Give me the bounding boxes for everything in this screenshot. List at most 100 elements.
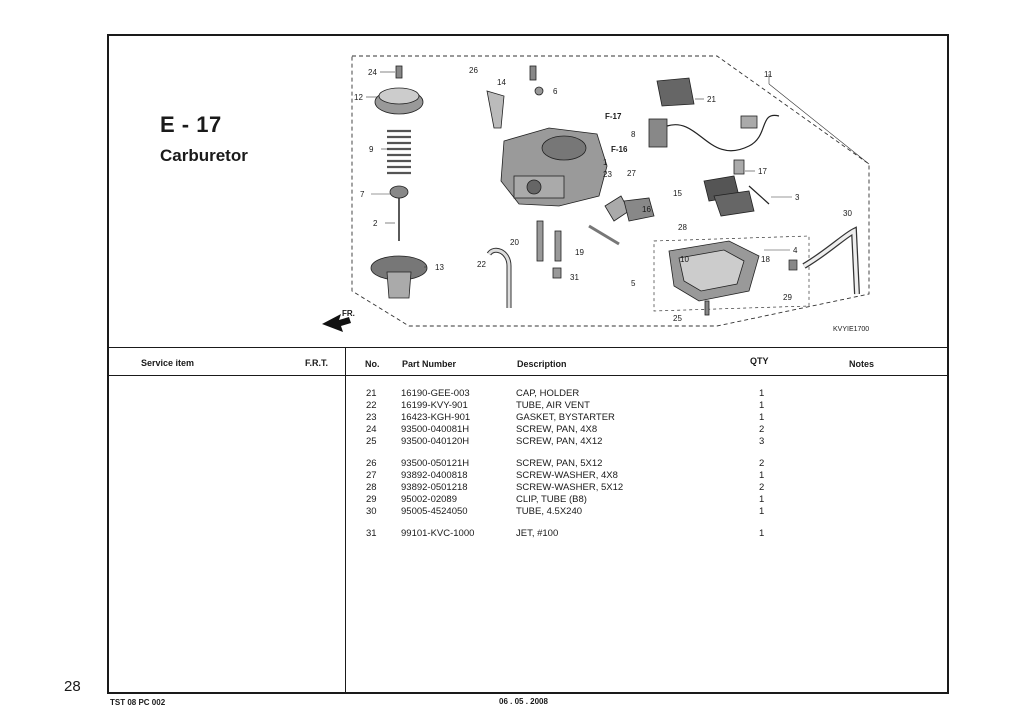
air-vent-tube <box>486 247 512 308</box>
row-no: 26 <box>366 458 377 469</box>
jet-assembly <box>536 195 655 279</box>
row-no: 25 <box>366 436 377 447</box>
parts-diagram-area: E - 17 Carburetor <box>109 36 947 347</box>
row-description: GASKET, BYSTARTER <box>516 412 615 423</box>
catalog-page-frame: E - 17 Carburetor <box>107 34 949 694</box>
callout-label: 17 <box>758 167 767 176</box>
row-qty: 3 <box>759 436 765 447</box>
callout-labels: 24 26 14 6 11 12 21 9 F-17 8 F-16 7 23 2… <box>354 66 852 323</box>
diagram-code: KVYIE1700 <box>833 326 870 333</box>
callout-label: 14 <box>497 78 506 87</box>
callout-label: 6 <box>553 87 558 96</box>
header-part-number: Part Number <box>402 359 457 369</box>
callout-label: F-16 <box>611 145 628 154</box>
row-description: SCREW-WASHER, 5X12 <box>516 482 624 493</box>
row-qty: 1 <box>759 494 765 505</box>
header-qty: QTY <box>750 356 769 366</box>
document-date: 06 . 05 . 2008 <box>499 697 548 706</box>
table-top-divider <box>109 347 947 348</box>
callout-label: 29 <box>783 293 792 302</box>
row-part-number: 99101-KVC-1000 <box>401 528 475 539</box>
leader-lines <box>366 71 870 268</box>
table-row: 29 95002-02089 CLIP, TUBE (B8) 1 <box>109 494 947 506</box>
bystarter-assembly <box>648 77 780 217</box>
row-part-number: 93500-040120H <box>401 436 470 447</box>
row-part-number: 95002-02089 <box>401 494 457 505</box>
row-part-number: 16423-KGH-901 <box>401 412 471 423</box>
table-row: 24 93500-040081H SCREW, PAN, 4X8 2 <box>109 424 947 436</box>
callout-label: 7 <box>360 190 365 199</box>
table-row: 22 16199-KVY-901 TUBE, AIR VENT 1 <box>109 400 947 412</box>
callout-label: 15 <box>673 189 682 198</box>
callout-label: 12 <box>354 93 363 102</box>
row-description: SCREW, PAN, 5X12 <box>516 458 603 469</box>
column-divider <box>345 347 346 694</box>
header-frt: F.R.T. <box>305 358 329 368</box>
table-row: 27 93892-0400818 SCREW-WASHER, 4X8 1 <box>109 470 947 482</box>
callout-label: 11 <box>764 70 773 79</box>
row-description: SCREW-WASHER, 4X8 <box>516 470 618 481</box>
callout-label: 26 <box>469 66 478 75</box>
row-description: CAP, HOLDER <box>516 388 580 399</box>
row-no: 24 <box>366 424 377 435</box>
callout-label: 1 <box>603 158 608 167</box>
carburetor-body <box>486 65 608 207</box>
row-qty: 2 <box>759 424 765 435</box>
callout-label: 10 <box>680 255 689 264</box>
row-part-number: 93892-0501218 <box>401 482 468 493</box>
row-qty: 2 <box>759 482 765 493</box>
row-part-number: 93500-050121H <box>401 458 470 469</box>
float-chamber <box>668 240 760 316</box>
row-part-number: 16199-KVY-901 <box>401 400 468 411</box>
exploded-view-drawing: FR. 24 26 14 6 11 12 21 9 F-17 8 F-16 7 … <box>322 55 870 332</box>
table-row: 21 16190-GEE-003 CAP, HOLDER 1 <box>109 388 947 400</box>
row-qty: 2 <box>759 458 765 469</box>
row-description: TUBE, 4.5X240 <box>516 506 583 517</box>
row-no: 22 <box>366 400 377 411</box>
direction-label: FR. <box>342 309 355 318</box>
front-direction-arrow: FR. <box>322 309 355 332</box>
callout-label: 2 <box>373 219 378 228</box>
callout-label: 20 <box>510 238 519 247</box>
row-description: TUBE, AIR VENT <box>516 400 590 411</box>
row-no: 23 <box>366 412 377 423</box>
callout-label: 28 <box>678 223 687 232</box>
callout-label: 27 <box>627 169 636 178</box>
left-stack <box>370 65 428 299</box>
callout-label: 9 <box>369 145 374 154</box>
document-code: TST 08 PC 002 <box>110 698 166 707</box>
callout-label: 24 <box>368 68 377 77</box>
row-no: 30 <box>366 506 377 517</box>
callout-label: 25 <box>673 314 682 323</box>
table-row: 28 93892-0501218 SCREW-WASHER, 5X12 2 <box>109 482 947 494</box>
table-row: 23 16423-KGH-901 GASKET, BYSTARTER 1 <box>109 412 947 424</box>
header-notes: Notes <box>849 359 875 369</box>
callout-label: 16 <box>642 205 651 214</box>
header-description: Description <box>517 359 567 369</box>
row-qty: 1 <box>759 470 765 481</box>
row-qty: 1 <box>759 388 765 399</box>
callout-label: 23 <box>603 170 612 179</box>
float-chamber-boundary <box>653 235 810 312</box>
row-part-number: 93500-040081H <box>401 424 470 435</box>
table-row: 26 93500-050121H SCREW, PAN, 5X12 2 <box>109 458 947 470</box>
callout-label: 31 <box>570 273 579 282</box>
callout-label: 30 <box>843 209 852 218</box>
table-row: 25 93500-040120H SCREW, PAN, 4X12 3 <box>109 436 947 448</box>
row-description: CLIP, TUBE (B8) <box>516 494 587 505</box>
row-qty: 1 <box>759 400 765 411</box>
row-qty: 1 <box>759 506 765 517</box>
assembly-boundary <box>351 55 870 327</box>
row-qty: 1 <box>759 528 765 539</box>
page-number: 28 <box>64 678 81 695</box>
table-row: 31 99101-KVC-1000 JET, #100 1 <box>109 528 947 540</box>
row-part-number: 95005-4524050 <box>401 506 468 517</box>
table-row: 30 95005-4524050 TUBE, 4.5X240 1 <box>109 506 947 518</box>
header-service-item: Service item <box>141 358 195 368</box>
row-no: 31 <box>366 528 377 539</box>
row-no: 21 <box>366 388 377 399</box>
callout-label: 3 <box>795 193 800 202</box>
parts-list: 21 16190-GEE-003 CAP, HOLDER 1 22 16199-… <box>109 388 947 540</box>
reference-title: E - 17 <box>160 112 222 137</box>
callout-label: 4 <box>793 246 798 255</box>
